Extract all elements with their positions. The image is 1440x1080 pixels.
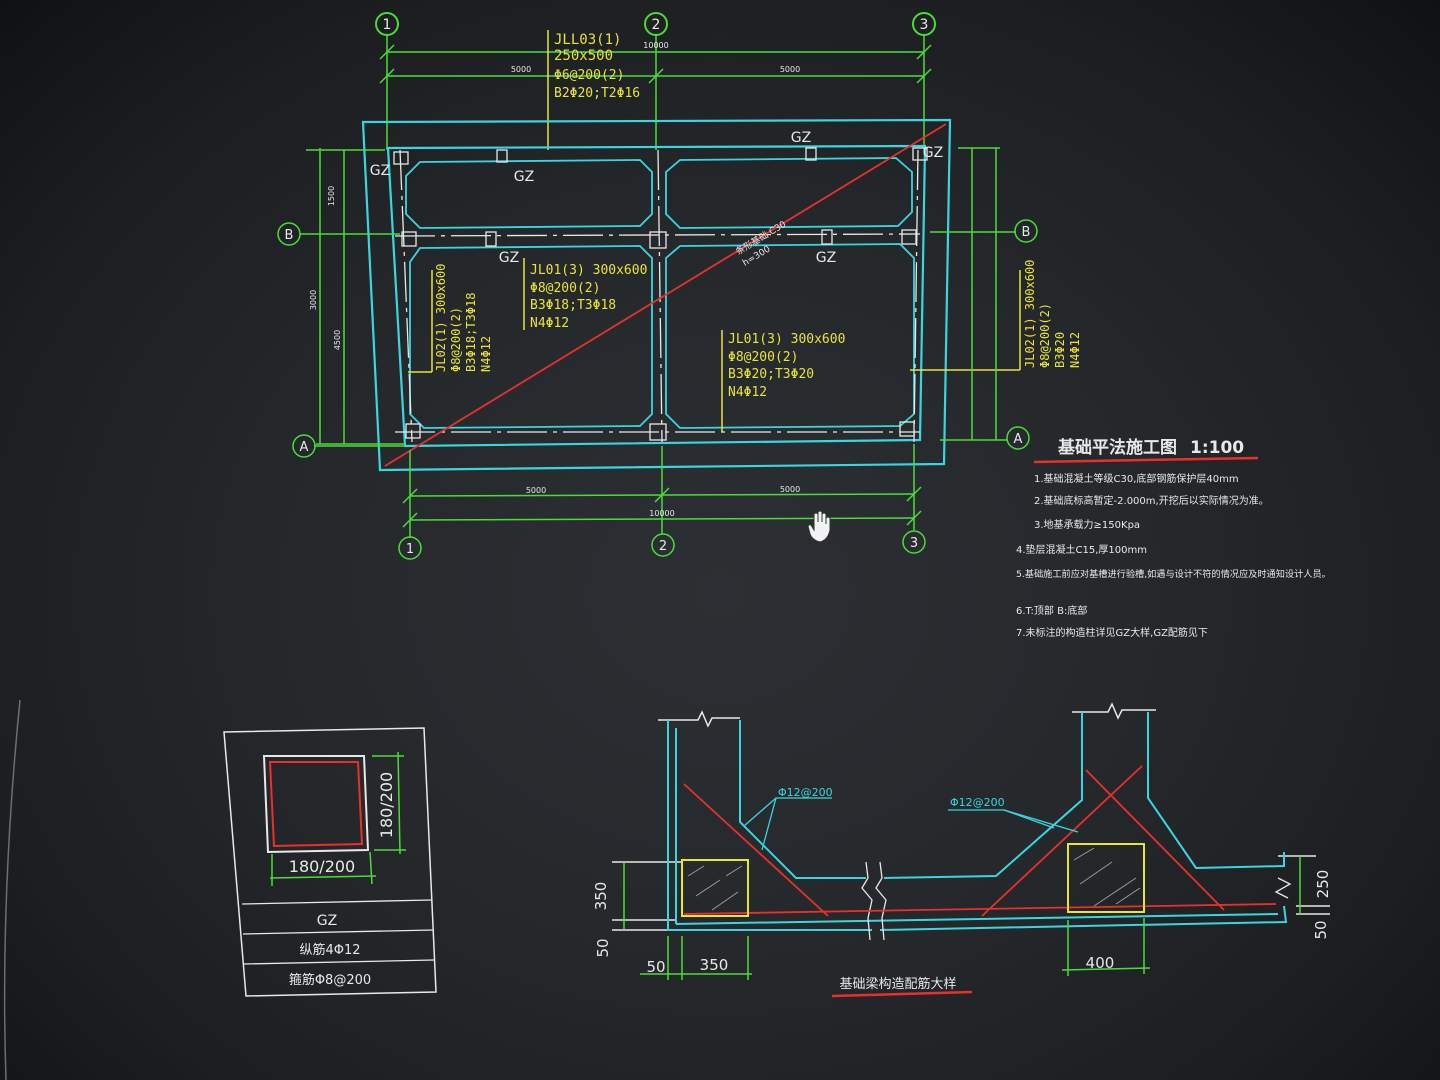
section-title: 基础梁构造配筋大样 [839,976,956,992]
gz-detail-row1: 纵筋4Φ12 [299,942,360,958]
gz-dim-width: 180/200 [289,857,355,876]
jll03-line-3: Φ6@200(2) [554,68,624,83]
axis-label-3-bottom: 3 [910,536,918,551]
dimension-lines-left [277,148,405,458]
jl02l-line-3: B3Φ18;T3Φ18 [464,293,478,372]
note-5: 5.基础施工前应对基槽进行验槽,如遇与设计不符的情况应及时通知设计人员。 [1016,568,1331,580]
beam-centerlines [394,149,921,443]
beam-label-jl01-b: JL01(3) 300x600 Φ8@200(2) B3Φ20;T3Φ20 N4… [721,330,845,432]
dim-top-2: 5000 [780,65,800,74]
notes-title: 基础平法施工图 [1057,437,1177,458]
beam-label-jl01-a: JL01(3) 300x600 Φ8@200(2) B3Φ18;T3Φ18 N4… [523,258,647,331]
axis-label-1-top: 1 [383,17,392,33]
jll03-line-2: 250x500 [554,48,613,64]
foundation-plan: 1 2 3 10000 5000 5000 JLL03(1) 250x500 Φ… [277,12,1082,560]
note-3: 3.地基承载力≥150Kpa [1034,518,1140,531]
dimension-lines-right [930,147,1038,450]
foundation-outline [361,118,952,472]
axis-label-a-left: A [300,440,309,455]
jl02r-line-2: Φ8@200(2) [1038,303,1052,368]
section-rebar [683,765,1277,917]
jl01b-line-3: B3Φ20;T3Φ20 [728,367,814,382]
section-rebar-label-b: Φ12@200 [950,796,1005,809]
gz-detail-row2: 箍筋Φ8@200 [289,972,371,988]
note-4: 4.垫层混凝土C15,厚100mm [1016,543,1147,556]
notes-scale: 1:100 [1190,438,1244,458]
jl01b-line-2: Φ8@200(2) [728,350,798,365]
section-rebar-label-a: Φ12@200 [778,786,833,799]
hand-cursor-icon [807,510,831,543]
gz-label-6: GZ [816,250,836,266]
beam-section-detail: Φ12@200 Φ12@200 350 50 50 350 400 250 50 [592,702,1332,998]
jl02l-line-4: N4Φ12 [479,336,493,372]
beam-label-jl02-right: JL02(1) 300x600 Φ8@200(2) B3Φ20 N4Φ12 [910,260,1082,371]
note-6: 6.T:顶部 B:底部 [1016,604,1087,617]
general-notes: 基础平法施工图 1:100 1.基础混凝土等级C30,底部钢筋保护层40mm 2… [1016,437,1331,639]
dim-bottom-1: 5000 [526,486,546,495]
axis-label-b-left: B [285,228,294,243]
gz-label-2: GZ [514,169,534,185]
jl02l-line-1: JL02(1) 300x600 [434,264,448,372]
section-title-underline [831,990,973,998]
axis-label-2-top: 2 [652,17,661,33]
axis-label-1-bottom: 1 [406,542,414,557]
axis-label-2-bottom: 2 [659,539,667,554]
gz-column-markers [393,147,928,441]
screen-edge-line [3,699,21,1080]
gz-label-1: GZ [370,163,390,179]
section-concrete-outline [667,712,1288,931]
beam-label-jl02-left: JL02(1) 300x600 Φ8@200(2) B3Φ18;T3Φ18 N4… [408,264,493,373]
jl01a-line-3: B3Φ18;T3Φ18 [530,298,616,313]
jl01a-line-2: Φ8@200(2) [530,281,600,296]
gz-column-detail: 180/200 180/200 GZ 纵筋4Φ12 箍筋Φ8@200 [223,727,437,997]
note-2: 2.基础底标高暂定-2.000m,开挖后以实际情况为准。 [1034,494,1269,507]
section-cut-line [384,123,947,467]
note-1: 1.基础混凝土等级C30,底部钢筋保护层40mm [1034,472,1239,485]
dim-left-2: 3000 [309,290,318,310]
section-block-right [1067,843,1145,913]
section-dim-350-v: 350 [592,882,610,911]
jl01a-line-4: N4Φ12 [530,316,569,331]
section-dim-50-bottom: 50 [646,958,665,976]
dim-left-3: 4500 [333,330,342,350]
diagonal-note: 条形基础 C30 h=300 [733,218,788,269]
dim-bottom-2: 5000 [780,485,800,494]
axis-label-b-right: B [1022,225,1031,240]
section-block-left [681,859,749,917]
axis-label-a-right: A [1014,432,1023,447]
jl01a-line-1: JL01(3) 300x600 [530,263,647,278]
jll03-line-4: B2Φ20;T2Φ16 [554,86,640,101]
jl02r-line-1: JL02(1) 300x600 [1023,260,1037,368]
notes-title-underline [1033,456,1259,464]
section-dim-400: 400 [1086,954,1115,972]
section-dim-350-h: 350 [700,956,729,974]
gz-dimension-lines [269,751,406,886]
gz-label-3: GZ [791,130,811,146]
jl01b-line-1: JL01(3) 300x600 [728,332,845,347]
gz-label-4: GZ [923,145,943,161]
jl02l-line-2: Φ8@200(2) [449,307,463,372]
section-dimension-lines [623,856,1301,980]
dim-bottom-total: 10000 [649,509,674,518]
gz-detail-name: GZ [317,913,337,929]
jl01b-line-4: N4Φ12 [728,385,767,400]
jll03-line-1: JLL03(1) [554,32,621,48]
section-dim-50-left: 50 [594,938,612,957]
dim-top-1: 5000 [511,65,531,74]
dimension-lines-top [379,35,932,150]
section-dim-250: 250 [1314,870,1332,899]
note-7: 7.未标注的构造柱详见GZ大样,GZ配筋见下 [1016,626,1208,639]
jl02r-line-4: N4Φ12 [1068,332,1082,368]
gz-dim-height: 180/200 [377,772,396,838]
dim-left-1: 1500 [327,186,336,206]
dim-top-total: 10000 [643,41,668,50]
gz-label-5: GZ [499,250,519,266]
jl02r-line-3: B3Φ20 [1053,332,1067,368]
beam-label-jll03: JLL03(1) 250x500 Φ6@200(2) B2Φ20;T2Φ16 [547,30,640,150]
section-dim-50-right: 50 [1312,920,1330,939]
axis-label-3-top: 3 [920,17,929,33]
